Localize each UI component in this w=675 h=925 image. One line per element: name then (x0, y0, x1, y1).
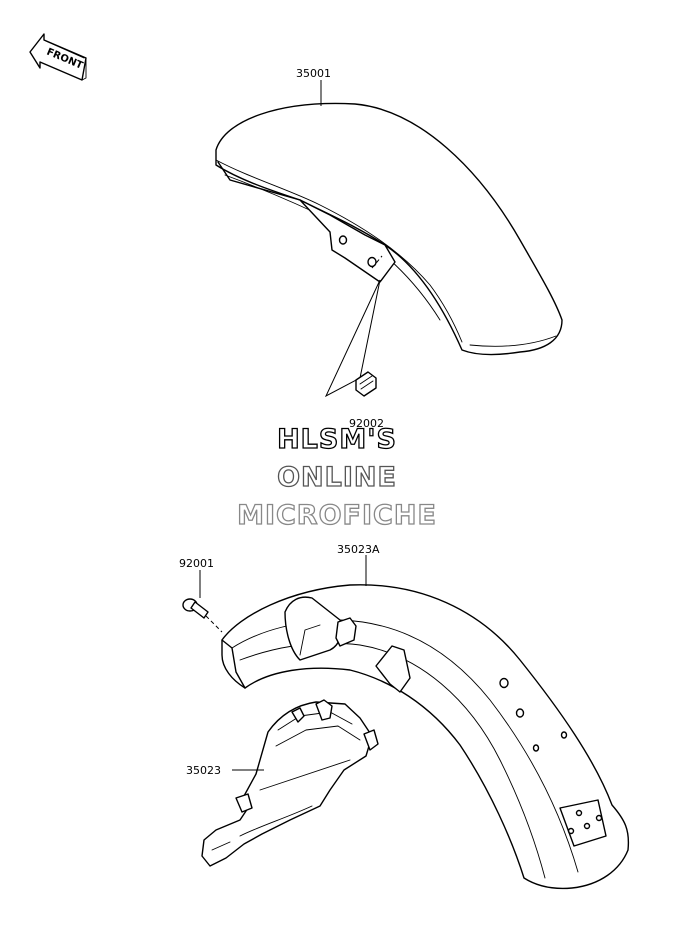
watermark-line-1: HLSM'S (277, 424, 397, 455)
part-label-35023A: 35023A (337, 543, 380, 556)
watermark-line-3: MICROFICHE (237, 500, 437, 531)
part-label-92001: 92001 (179, 557, 214, 570)
part-label-92002: 92002 (349, 417, 384, 430)
front-label: FRONT (45, 47, 85, 72)
watermark: HLSM'S ONLINE MICROFICHE (236, 423, 437, 531)
rear-fender-35023A (221, 584, 630, 890)
front-direction-badge: FRONT (29, 33, 87, 81)
inner-fender-35023 (201, 699, 379, 867)
part-label-35023: 35023 (186, 764, 221, 777)
front-fender-35001 (215, 102, 563, 356)
part-label-35001: 35001 (296, 67, 331, 80)
bolt-92002 (355, 371, 377, 397)
leader-92002 (324, 279, 381, 398)
watermark-line-2: ONLINE (277, 462, 397, 493)
bolt-92001 (182, 598, 223, 633)
leader-lines (199, 80, 367, 771)
